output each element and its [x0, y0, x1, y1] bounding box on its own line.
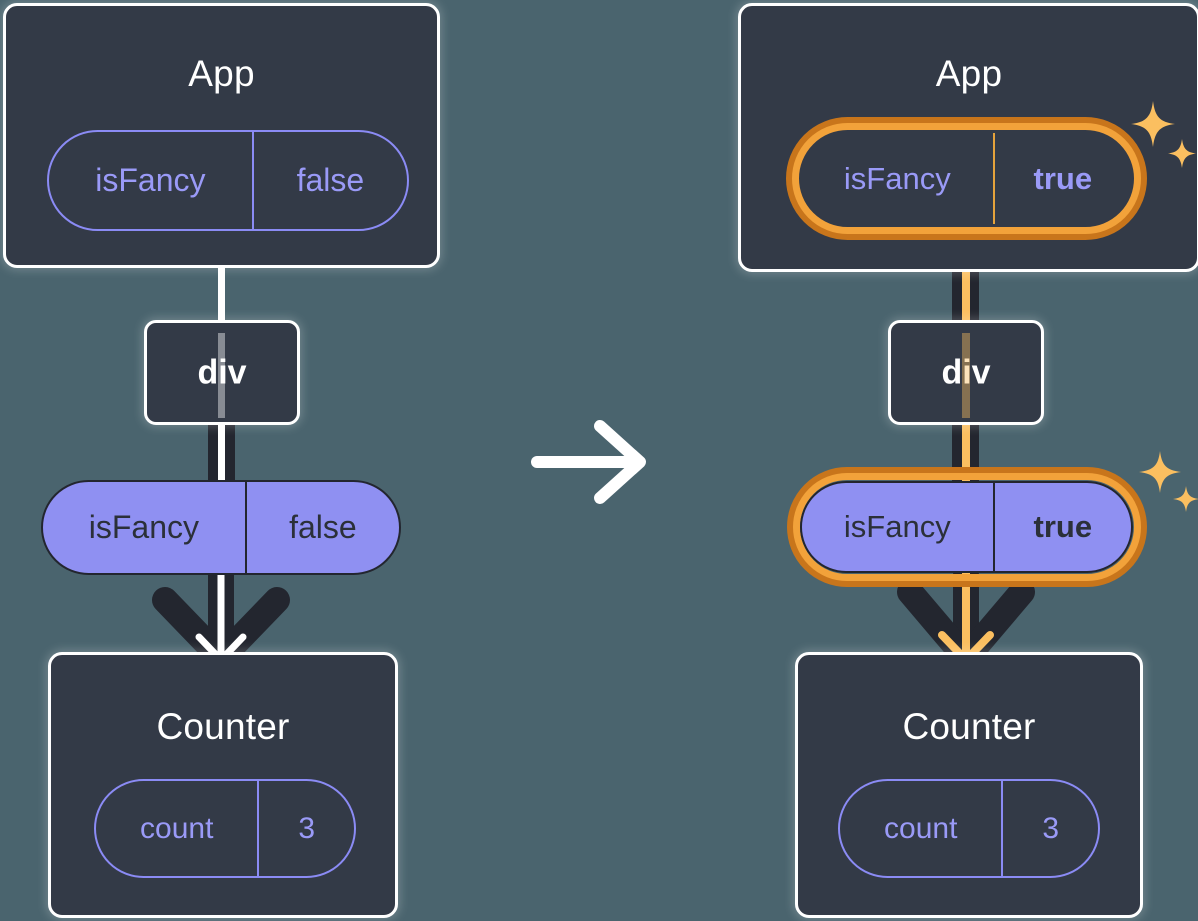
prop-value-after: true [1033, 509, 1093, 544]
connector-app-to-div-before [218, 246, 225, 322]
connector-div-to-prop-before [218, 423, 225, 489]
app-box-before: App isFancy false [3, 3, 440, 268]
counter-title-before: Counter [156, 706, 290, 747]
app-state-name-after: isFancy [802, 133, 995, 224]
div-box-after: div [888, 320, 1044, 425]
prop-pill-after: isFancy true [800, 481, 1133, 573]
connector-through-div-after [962, 333, 970, 418]
prop-name-before: isFancy [43, 482, 247, 573]
counter-state-pill-after: count 3 [838, 779, 1100, 878]
prop-pill-before: isFancy false [41, 480, 401, 575]
div-title-after: div [941, 353, 991, 391]
counter-state-value-after: 3 [1042, 811, 1060, 845]
prop-name-after: isFancy [802, 483, 995, 571]
sparkle-icon-prop-after [1139, 451, 1198, 512]
app-title-after: App [935, 53, 1003, 94]
counter-box-before: Counter count 3 [48, 652, 398, 918]
counter-state-name-after: count [840, 781, 1004, 876]
transition-arrow-right-icon [531, 420, 646, 504]
app-state-value-before: false [296, 162, 365, 198]
prop-value-before: false [289, 509, 357, 545]
connector-through-div-before [218, 333, 225, 418]
app-state-name-before: isFancy [49, 132, 254, 229]
app-state-highlight-ring-after [786, 117, 1147, 240]
app-state-pill-after: isFancy true [800, 131, 1133, 226]
counter-title-after: Counter [902, 706, 1036, 747]
div-title-before: div [197, 353, 247, 391]
prop-highlight-ring-after [787, 467, 1147, 587]
div-box-before: div [144, 320, 300, 425]
counter-state-name-before: count [96, 781, 260, 876]
app-title-before: App [188, 53, 255, 94]
counter-state-value-before: 3 [298, 811, 316, 845]
counter-state-pill-before: count 3 [94, 779, 356, 878]
app-state-pill-before: isFancy false [47, 130, 409, 231]
sparkle-icon-app-after [1131, 101, 1196, 168]
connector-div-to-prop-after [962, 423, 970, 489]
counter-box-after: Counter count 3 [795, 652, 1143, 918]
app-state-value-after: true [1033, 160, 1093, 196]
